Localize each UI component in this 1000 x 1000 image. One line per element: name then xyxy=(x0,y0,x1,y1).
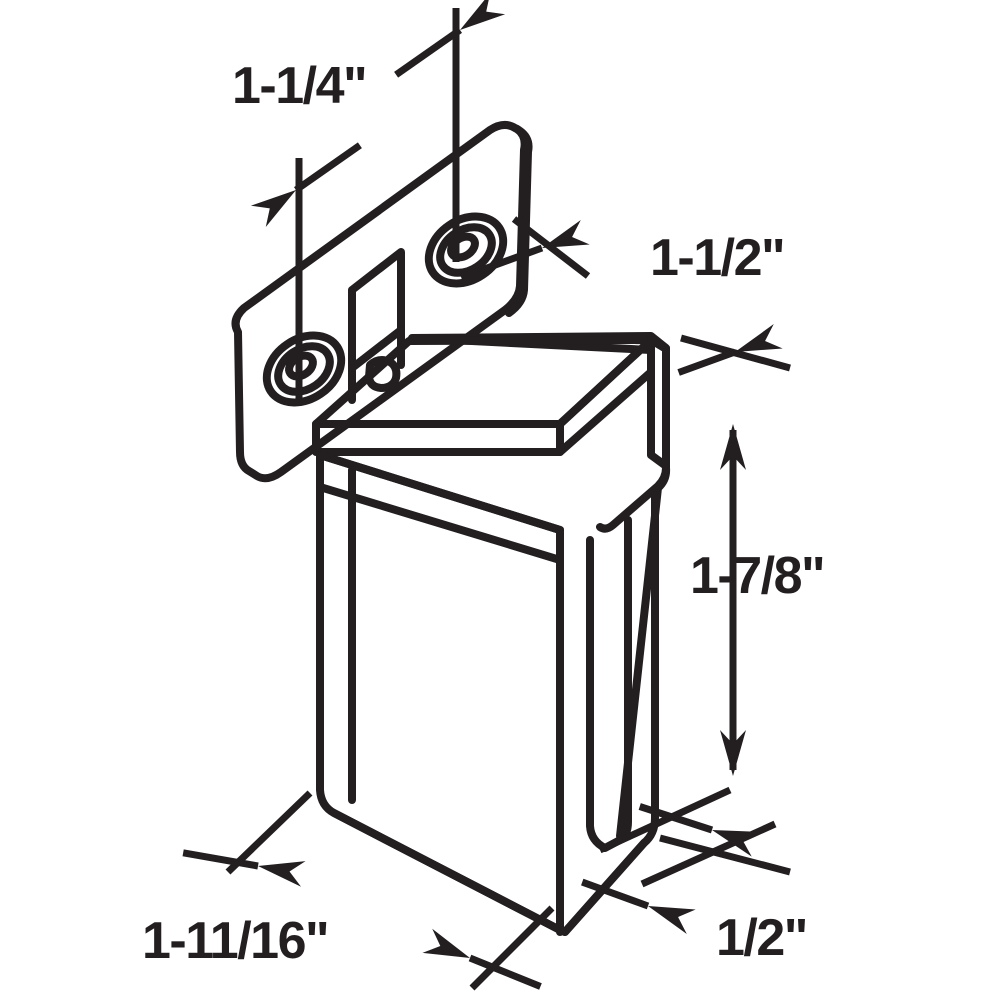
dimension-annotation-group xyxy=(182,0,791,991)
arrow-top-width-right xyxy=(394,0,506,78)
witness-line-depth-left xyxy=(225,790,313,875)
screw-hole-upper-outer xyxy=(424,212,508,288)
depth-dimension-label: 1-11/16" xyxy=(142,912,330,970)
witness-line-height-top xyxy=(680,334,791,372)
witness-line-height-bottom xyxy=(659,834,791,876)
plate-width-dimension-label: 1-1/2" xyxy=(650,229,786,287)
mounting-plate-edge xyxy=(505,125,533,317)
mounting-plate-outline xyxy=(231,121,529,483)
channel-bottom-face xyxy=(330,809,648,936)
thickness-dimension-label: 1/2" xyxy=(716,909,808,967)
arrow-thickness-upper xyxy=(638,803,760,857)
arrow-top-width-left xyxy=(250,142,362,228)
channel-upper-rail-front xyxy=(312,420,564,456)
top-width-dimension-label: 1-1/4" xyxy=(232,57,368,115)
screw-hole-lower-mid xyxy=(274,342,334,396)
witness-line-depth-right xyxy=(469,905,555,991)
ext-line-plate-width xyxy=(511,216,591,279)
arrow-depth-right xyxy=(422,928,542,990)
channel-upper-rail-right xyxy=(556,336,655,456)
screw-hole-lower-outer xyxy=(262,331,346,407)
arrow-thickness-lower xyxy=(581,878,696,934)
arrow-depth-left xyxy=(182,849,306,887)
arrow-plate-width xyxy=(459,220,590,281)
arrow-height-top-leader xyxy=(677,324,783,376)
overall-height-dimension-label: 1-7/8" xyxy=(690,547,826,605)
witness-line-thickness-inner xyxy=(598,786,732,854)
channel-top-face xyxy=(408,332,670,470)
channel-right-wall-outer xyxy=(616,464,671,840)
channel-front-bevel xyxy=(316,451,564,564)
channel-right-leg-outer xyxy=(561,491,659,936)
